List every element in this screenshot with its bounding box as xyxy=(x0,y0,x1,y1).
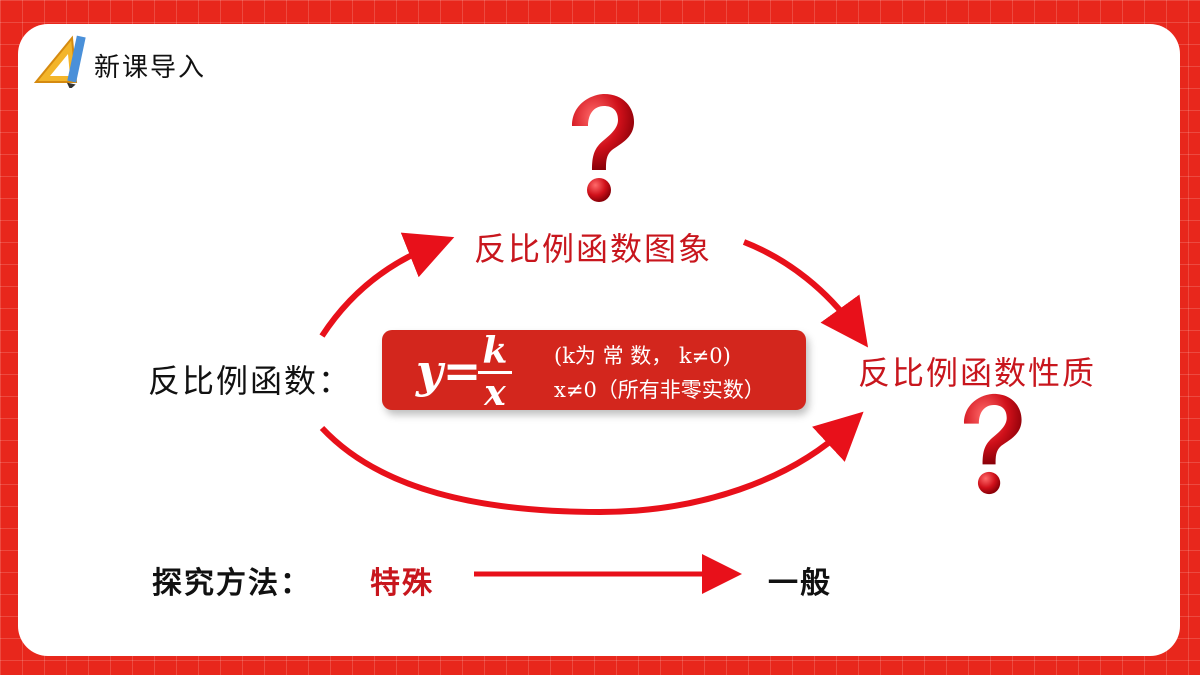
property-label: 反比例函数性质 xyxy=(858,354,1097,392)
formula-lhs: y= xyxy=(416,344,482,398)
formula-box: y= k x (k为 常 数， k≠0) x≠0（所有非零实数） xyxy=(382,330,806,414)
formula-fraction: k x xyxy=(478,330,512,414)
arrow-to-graph xyxy=(319,232,455,338)
formula-condition-x: x≠0（所有非零实数） xyxy=(554,378,765,402)
graph-label: 反比例函数图象 xyxy=(474,230,713,268)
method-from: 特殊 xyxy=(370,566,434,601)
method-label: 探究方法： xyxy=(152,566,312,601)
section-header: 新课导入 xyxy=(32,32,272,90)
triangle-ruler-pencil-icon xyxy=(32,32,88,90)
formula-numerator: k xyxy=(482,330,508,372)
fraction-bar xyxy=(478,371,512,374)
question-mark-icon xyxy=(952,392,1028,496)
arrow-bottom-curve xyxy=(319,411,864,516)
section-title: 新课导入 xyxy=(94,53,207,83)
method-to: 一般 xyxy=(768,566,832,601)
formula-condition-k: (k为 常 数， k≠0) xyxy=(554,344,731,368)
function-label: 反比例函数： xyxy=(148,362,353,400)
question-mark-icon xyxy=(562,92,638,204)
arrow-to-property xyxy=(742,239,869,348)
formula-denominator: x xyxy=(484,372,506,414)
